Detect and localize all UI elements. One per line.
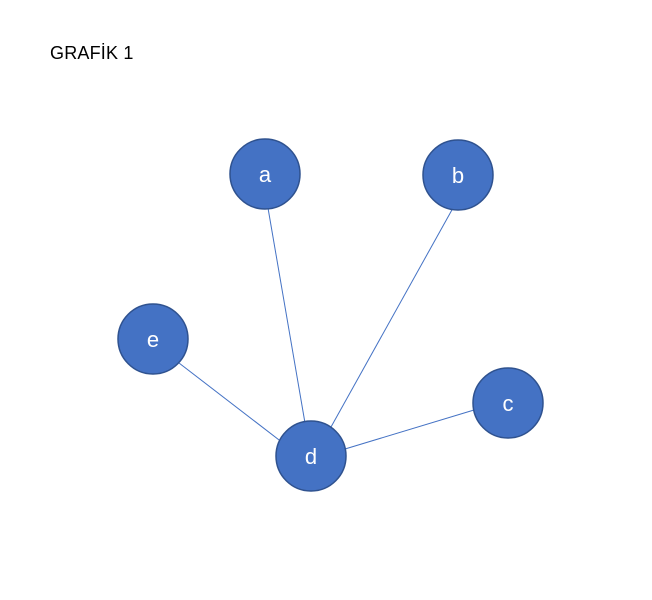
node-c: c	[472, 367, 544, 439]
node-e: e	[117, 303, 189, 375]
node-c-label: c	[503, 391, 514, 416]
node-e-label: e	[147, 327, 159, 352]
node-a: a	[229, 138, 301, 210]
edge-a-d	[267, 207, 306, 424]
node-b-label: b	[452, 163, 464, 188]
nodes: a b c d e	[117, 138, 544, 492]
node-d-label: d	[305, 444, 317, 469]
edge-b-d	[330, 207, 454, 428]
page-title: GRAFİK 1	[50, 43, 134, 63]
node-d: d	[275, 420, 347, 492]
edges	[178, 207, 475, 450]
edge-e-d	[178, 362, 284, 444]
edge-c-d	[344, 409, 475, 450]
node-a-label: a	[259, 162, 272, 187]
node-b: b	[422, 139, 494, 211]
